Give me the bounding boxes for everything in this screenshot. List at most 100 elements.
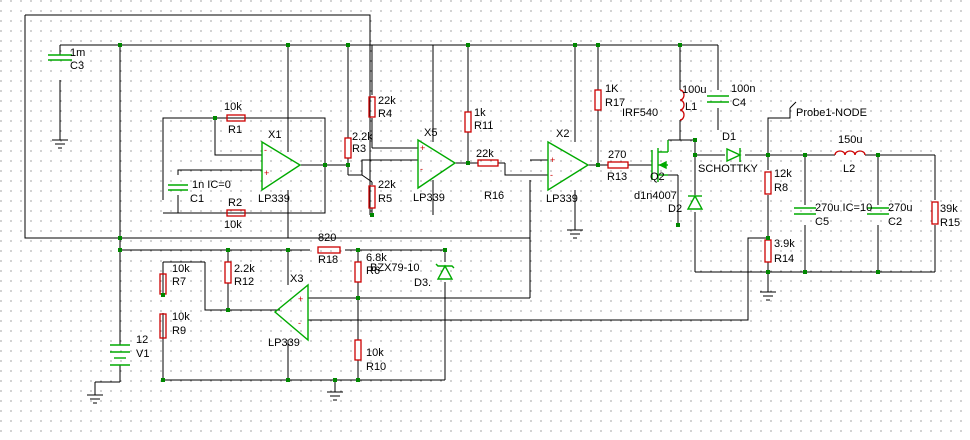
ground-icon — [52, 139, 68, 149]
label-r5-value: 22k — [378, 179, 396, 191]
label-c2-ref: C2 — [888, 216, 902, 228]
label-r3-ref: R3 — [352, 143, 366, 155]
resistor-r5[interactable] — [368, 185, 376, 209]
label-probe: Probe1-NODE — [796, 107, 867, 119]
ground-icon — [87, 394, 103, 404]
label-l1-ref: L1 — [685, 101, 697, 113]
label-c4-ref: C4 — [732, 97, 746, 109]
label-c3-value: 1m — [70, 47, 85, 59]
ground-icon — [327, 391, 343, 401]
resistor-r8[interactable] — [764, 171, 772, 195]
label-x2-ref: X2 — [556, 128, 569, 140]
label-r12-value: 2.2k — [234, 263, 255, 275]
svg-text:+: + — [420, 143, 425, 153]
opamp-x5[interactable] — [417, 138, 457, 190]
label-l1-value: 100u — [682, 84, 706, 96]
label-v1-value: 12 — [136, 334, 148, 346]
label-x1-model: LP339 — [258, 193, 290, 205]
label-r1-ref: R1 — [228, 124, 242, 136]
capacitor-c4[interactable] — [707, 95, 729, 103]
label-r13-value: 270 — [608, 149, 626, 161]
label-d1-model: SCHOTTKY — [698, 163, 759, 175]
zener-diode-d3[interactable] — [435, 263, 455, 280]
label-r17-value: 1K — [605, 83, 619, 95]
resistor-r13[interactable] — [607, 161, 629, 169]
label-r12-ref: R12 — [234, 276, 254, 288]
label-r11-ref: R11 — [474, 120, 493, 132]
ground-icon — [760, 291, 776, 301]
resistor-r12[interactable] — [224, 261, 232, 284]
label-r18-value: 820 — [318, 232, 336, 244]
label-x3-model: LP339 — [268, 337, 300, 349]
label-d1-ref: D1 — [722, 131, 736, 143]
label-r15-ref: R15 — [940, 217, 960, 229]
resistor-r1[interactable] — [226, 114, 246, 122]
svg-text:-: - — [420, 164, 423, 174]
opamp-x1[interactable] — [261, 140, 302, 192]
resistor-r16[interactable] — [477, 159, 499, 167]
junction-nodes — [118, 43, 880, 382]
label-r1-value: 10k — [224, 101, 242, 113]
opamp-x3[interactable] — [273, 283, 309, 342]
label-x3-ref: X3 — [290, 273, 303, 285]
label-l2-ref: L2 — [843, 163, 855, 175]
inductor-l1[interactable] — [679, 89, 685, 121]
resistor-r10[interactable] — [354, 339, 362, 361]
label-r14-value: 3.9k — [774, 238, 795, 250]
ground-icon — [567, 229, 583, 239]
label-r8-value: 12k — [774, 168, 792, 180]
wires — [24, 14, 936, 395]
label-r6-ref: R6 — [366, 265, 380, 277]
resistor-r6[interactable] — [354, 261, 362, 283]
resistor-r17[interactable] — [594, 89, 602, 111]
label-x5-model: LP339 — [413, 192, 445, 204]
probe-marker[interactable] — [789, 101, 797, 109]
label-l2-value: 150u — [838, 134, 862, 146]
svg-text:+: + — [550, 155, 555, 165]
battery-v1[interactable] — [110, 344, 130, 366]
label-r7-ref: R7 — [172, 276, 186, 288]
capacitor-c2[interactable] — [867, 207, 889, 215]
component-labels: 1m C3 10k R1 X1 LP339 1n IC=0 C1 R2 10k … — [70, 47, 960, 373]
label-c1-ref: C1 — [190, 193, 204, 205]
svg-text:+: + — [298, 294, 303, 304]
opamp-pin-markers: - + + - + - + - — [264, 143, 555, 328]
opamp-x2[interactable] — [547, 140, 590, 192]
resistor-r3[interactable] — [344, 137, 352, 159]
resistor-r2[interactable] — [226, 209, 246, 217]
label-c1-value: 1n IC=0 — [192, 179, 231, 191]
label-r15-value: 39k — [940, 203, 958, 215]
capacitor-c3[interactable] — [48, 54, 72, 61]
capacitor-c1[interactable] — [168, 184, 188, 191]
ground-symbols — [52, 139, 776, 404]
label-r16-value: 22k — [476, 148, 494, 160]
diode-d1[interactable] — [726, 147, 742, 163]
inductor-l2[interactable] — [834, 150, 866, 156]
label-c4-value: 100n — [731, 83, 755, 95]
label-c2-value: 270u — [888, 202, 912, 214]
label-r18-ref: R18 — [318, 254, 338, 266]
resistor-r15[interactable] — [931, 201, 939, 225]
label-r16-ref: R16 — [484, 190, 504, 202]
label-r10-value: 10k — [366, 347, 384, 359]
label-r10-ref: R10 — [366, 361, 386, 373]
mosfet-q2[interactable] — [651, 140, 669, 182]
resistor-r9[interactable] — [159, 313, 167, 339]
svg-text:+: + — [264, 168, 269, 178]
label-r13-ref: R13 — [607, 171, 627, 183]
capacitor-c5[interactable] — [794, 207, 816, 215]
label-x1-ref: X1 — [268, 129, 281, 141]
label-r2-ref: R2 — [228, 197, 242, 209]
label-r8-ref: R8 — [774, 182, 788, 194]
svg-text:-: - — [264, 145, 267, 155]
label-c5-value: 270u IC=10 — [815, 202, 872, 214]
diode-d2[interactable] — [686, 194, 704, 210]
label-r11-value: 1k — [474, 107, 486, 119]
label-r9-value: 10k — [172, 311, 190, 323]
resistor-r11[interactable] — [464, 111, 472, 133]
resistor-r4[interactable] — [368, 96, 376, 118]
label-r7-value: 10k — [172, 263, 190, 275]
resistor-r18[interactable] — [317, 246, 341, 254]
